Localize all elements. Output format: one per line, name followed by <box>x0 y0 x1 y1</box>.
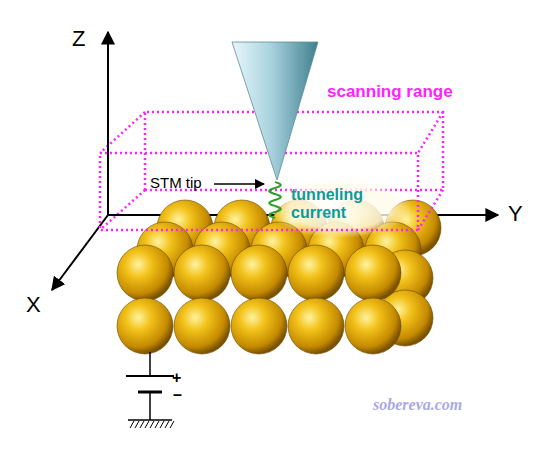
gold-atom <box>231 245 287 301</box>
current-label: tunneling current <box>291 186 373 223</box>
battery-plate-long <box>126 375 174 377</box>
gold-atom <box>231 298 287 354</box>
gold-atom <box>117 298 173 354</box>
scanning-box-front <box>100 153 418 230</box>
wire <box>149 392 151 420</box>
part-label: STM tip <box>150 174 202 191</box>
ground-hatch <box>150 421 154 428</box>
ground-bar <box>128 419 172 421</box>
axis-label: Z <box>72 26 85 51</box>
polarity-sign: + <box>172 369 181 387</box>
ground-hatch <box>140 421 144 428</box>
ground-hatch <box>170 421 174 428</box>
gold-atom <box>288 245 344 301</box>
gold-atom <box>288 298 344 354</box>
tunneling-wave <box>269 182 281 218</box>
axis-label: X <box>26 292 41 317</box>
ground-hatch <box>145 421 149 428</box>
ground-hatch <box>160 421 164 428</box>
battery-plate-short <box>138 391 162 394</box>
polarity-sign: – <box>173 386 182 404</box>
watermark: sobereva.com <box>373 396 462 414</box>
gold-atom <box>345 298 401 354</box>
scanning-box-edge <box>100 112 145 153</box>
scanning-box-edge <box>418 190 443 230</box>
gold-atom <box>174 298 230 354</box>
tip-leader <box>214 183 264 185</box>
ground-hatch <box>130 421 134 428</box>
current-glow <box>268 178 412 238</box>
scanning-box-edge <box>418 112 443 153</box>
gold-atom <box>345 245 401 301</box>
ground-hatch <box>165 421 169 428</box>
ground-hatch <box>135 421 139 428</box>
region-label: scanning range <box>327 82 453 102</box>
gold-atom <box>174 245 230 301</box>
z-axis <box>107 32 109 215</box>
ground-hatch <box>155 421 159 428</box>
scanning-box-edge <box>100 190 145 230</box>
axis-label: Y <box>508 201 523 226</box>
wire <box>149 352 151 376</box>
gold-atom <box>117 245 173 301</box>
stm-tip-cone <box>232 42 318 180</box>
